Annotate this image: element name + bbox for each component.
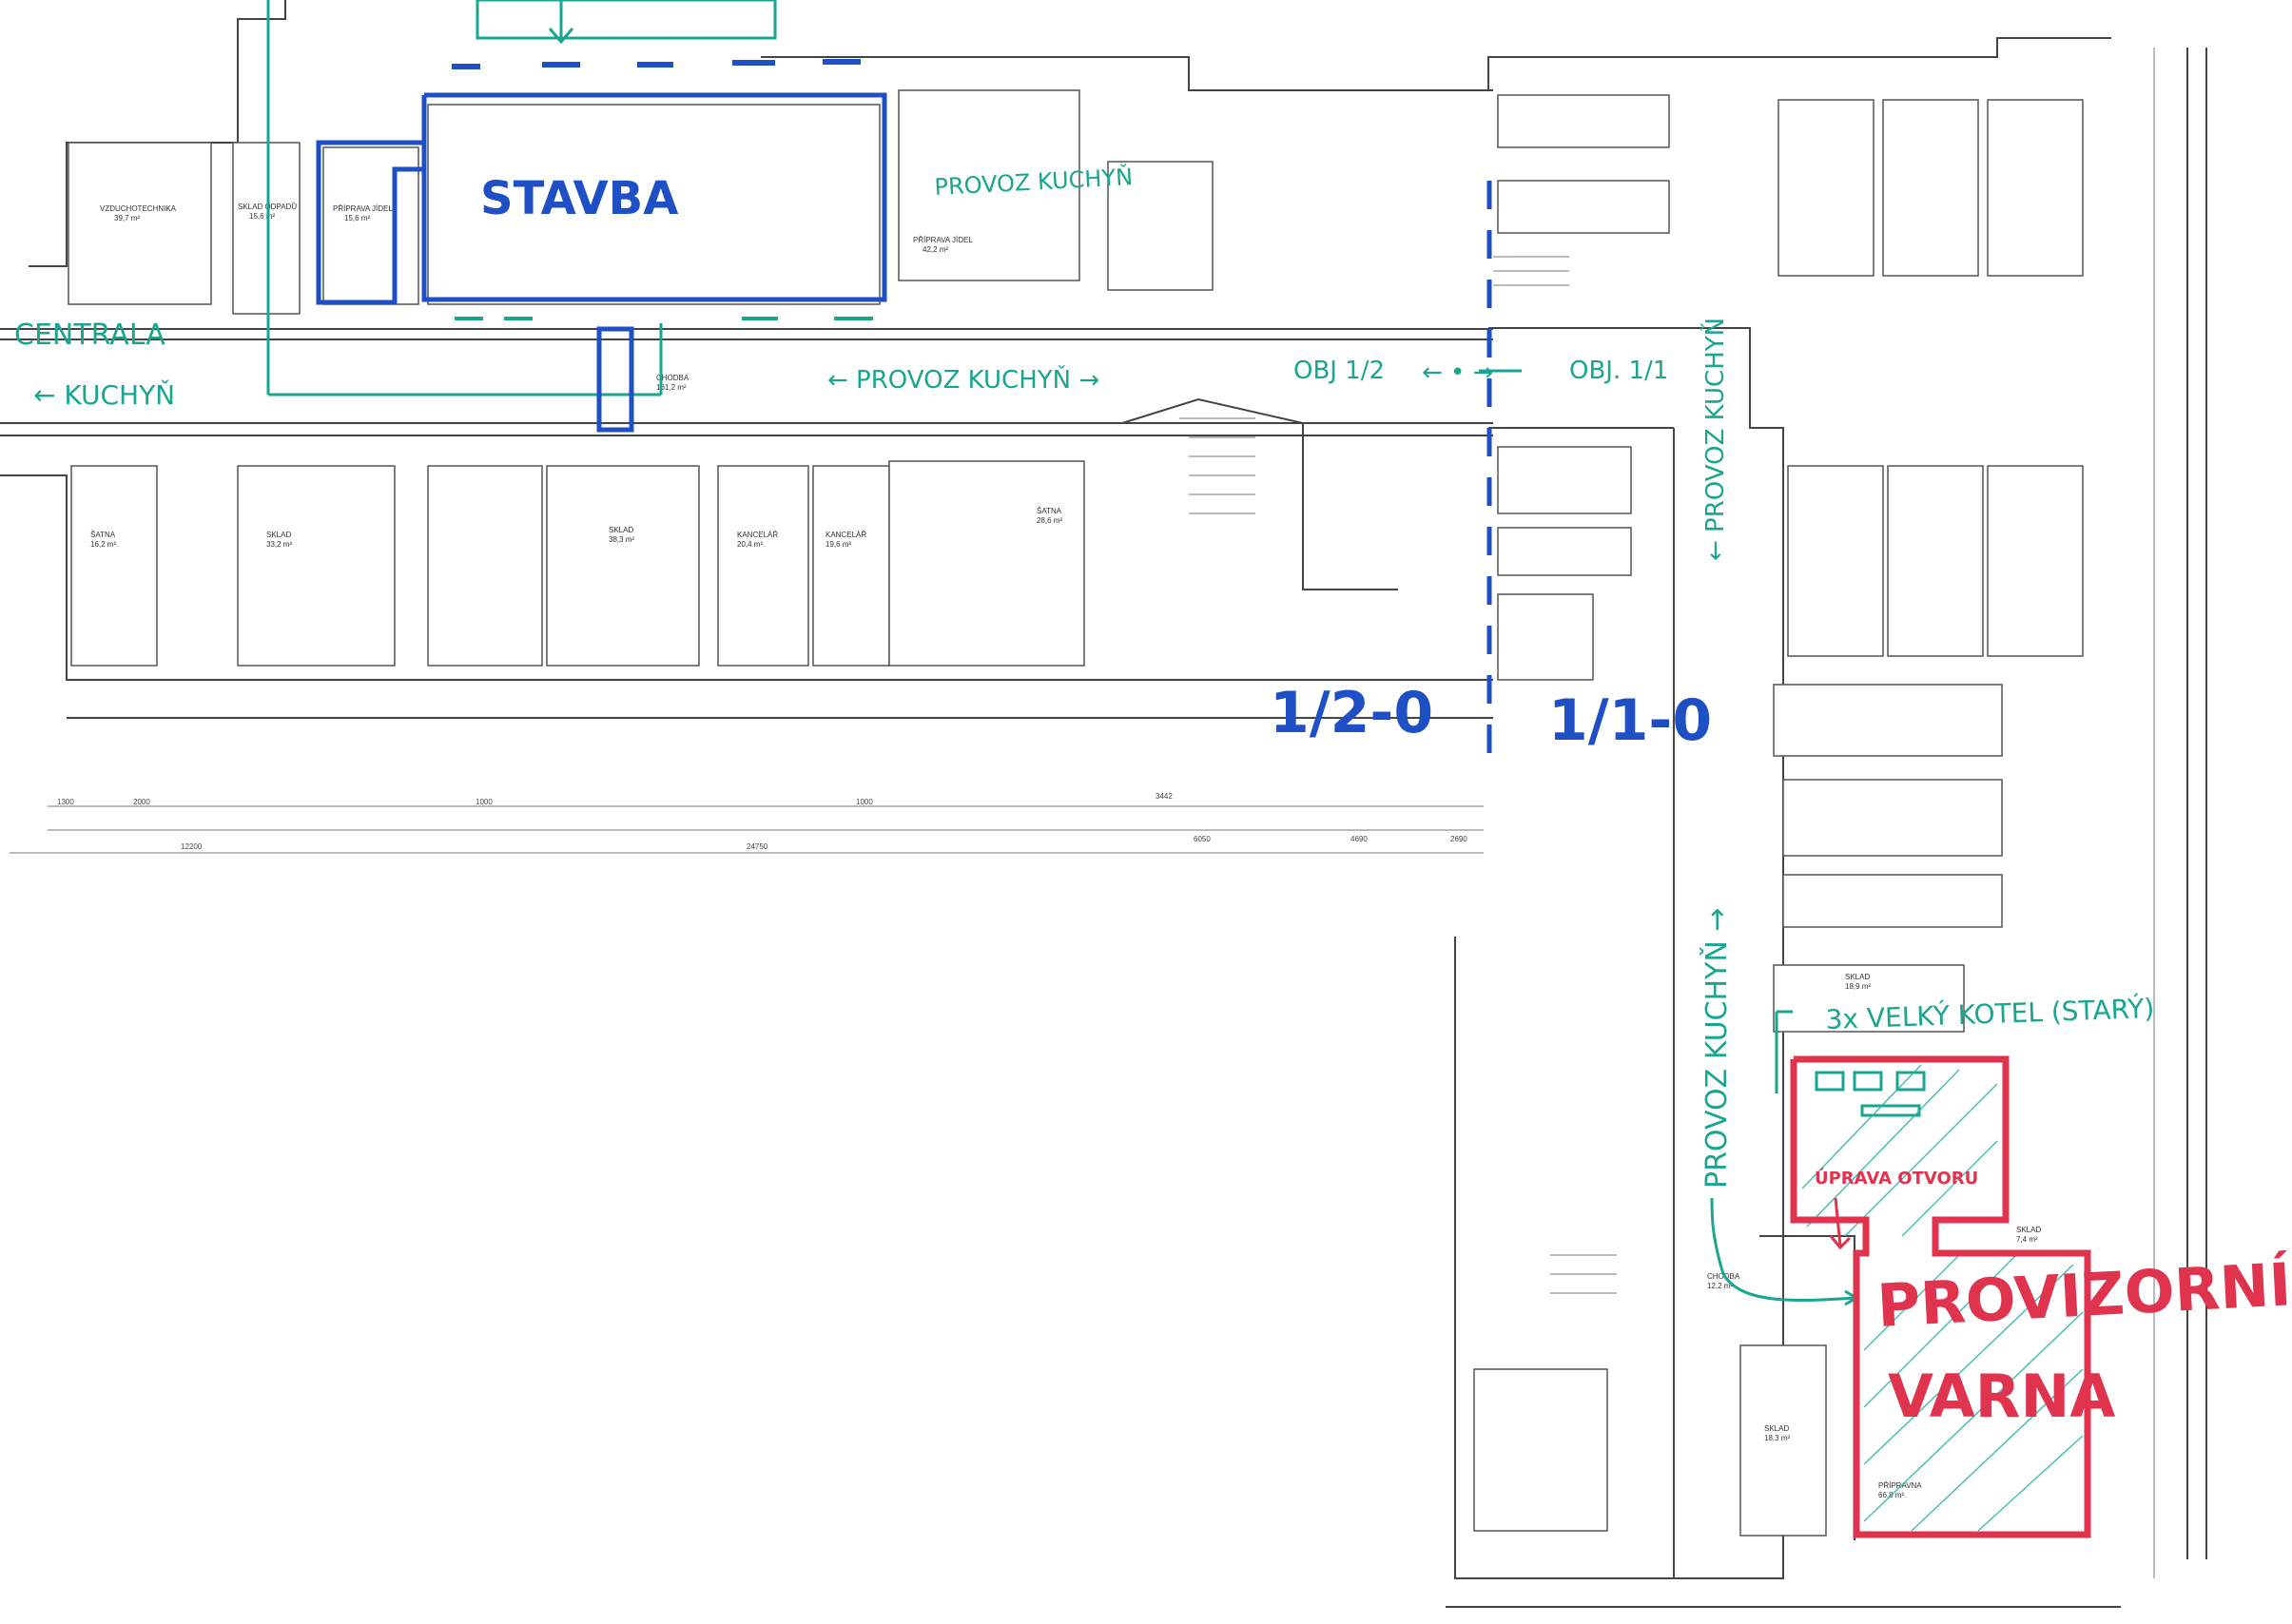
room-kancelar-1 xyxy=(717,465,809,667)
room-name: ŠATNA xyxy=(1037,507,1062,515)
room-sklad-43 xyxy=(1739,1344,1827,1537)
room-sklad-18 xyxy=(1773,964,1965,1033)
room-name: VZDUCHOTECHNIKA xyxy=(100,204,177,213)
room-sklad-odpadu xyxy=(232,142,301,315)
room-name: SKLAD xyxy=(609,526,633,534)
room-area: 38,3 m² xyxy=(609,535,634,544)
room-r8 xyxy=(1987,99,2084,277)
room-chodba-small xyxy=(427,465,543,667)
annotation-zone-half: 1/2-0 xyxy=(1270,680,1433,746)
room-area: 33,2 m² xyxy=(266,540,292,549)
room-stavba xyxy=(427,104,881,305)
room-r14 xyxy=(1782,874,2003,928)
dimension-label: 1000 xyxy=(476,798,493,806)
room-satna-2 xyxy=(888,460,1085,667)
room-r9 xyxy=(1787,465,1884,657)
room-r10 xyxy=(1887,465,1984,657)
annotation-obj-one: OBJ. 1/1 xyxy=(1569,357,1668,385)
dimension-lines: 1300 2000 1000 1000 3442 12200 24750 605… xyxy=(10,792,1484,854)
annotation-zone-one: 1/1-0 xyxy=(1548,687,1712,754)
room-r12 xyxy=(1773,684,2003,757)
annotation-varna: VARNA xyxy=(1888,1362,2115,1431)
hatching xyxy=(1801,1064,2084,1532)
annotation-provoz-kuchyn-vertical-lower: PROVOZ KUCHYŇ → xyxy=(1700,908,1734,1189)
room-r13 xyxy=(1782,779,2003,857)
room-name: KANCELÁŘ xyxy=(826,531,866,539)
room-area: 19,6 m² xyxy=(826,540,851,549)
annotation-provoz-kuchyn-vertical-upper: ← PROVOZ KUCHYŇ xyxy=(1700,318,1730,561)
room-vzduchotechnika xyxy=(68,142,212,305)
dimension-label: 2000 xyxy=(133,798,150,806)
room-r4 xyxy=(1497,527,1632,576)
teal-annotations xyxy=(266,0,1926,1306)
blue-annotations xyxy=(316,59,1492,761)
room-r5 xyxy=(1497,593,1594,681)
right-sheet-walls xyxy=(1446,37,2207,1608)
room-name: SKLAD xyxy=(266,531,291,539)
annotation-provoz-kuchyn-corridor: ← PROVOZ KUCHYŇ → xyxy=(827,364,1099,395)
room-area: 28,6 m² xyxy=(1037,516,1062,525)
left-sheet-walls xyxy=(0,0,1493,856)
room-name: KANCELÁŘ xyxy=(737,531,778,539)
room-kancelar-2 xyxy=(812,465,890,667)
room-area: 12,2 m² xyxy=(1707,1282,1733,1290)
room-sklad-2 xyxy=(237,465,396,667)
room-r7 xyxy=(1882,99,1979,277)
room-r6 xyxy=(1777,99,1874,277)
room-r3 xyxy=(1497,446,1632,514)
room-area: 20,4 m² xyxy=(737,540,763,549)
annotation-stavba: STAVBA xyxy=(480,172,678,225)
room-area: 7,4 m² xyxy=(2016,1235,2038,1244)
room-area: 39,7 m² xyxy=(114,214,140,222)
room-sklad-3 xyxy=(546,465,700,667)
room-sklad-small xyxy=(1107,161,1214,291)
annotation-provizorni: PROVIZORNÍ xyxy=(1875,1249,2292,1341)
dimension-total: 2690 xyxy=(1450,835,1467,843)
room-name: CHODBA xyxy=(656,374,690,382)
dimension-label: 1000 xyxy=(856,798,873,806)
room-r2 xyxy=(1497,180,1670,234)
dimension-label: 3442 xyxy=(1156,792,1173,801)
dimension-total: 4690 xyxy=(1350,835,1368,843)
annotation-obj-arrows: ← • → xyxy=(1422,358,1493,387)
annotation-uprava-otvoru: ÚPRAVA OTVORU xyxy=(1815,1168,1978,1189)
room-r11 xyxy=(1987,465,2084,657)
room-area: 42,2 m² xyxy=(923,245,948,254)
annotation-centrala: CENTRALA xyxy=(14,319,165,352)
room-priprava-jidel-1 xyxy=(322,146,419,305)
room-r1 xyxy=(1497,94,1670,148)
room-name: ŠATNA xyxy=(90,531,116,539)
dimension-total: 12200 xyxy=(181,842,203,851)
room-area: 15,6 m² xyxy=(344,214,370,222)
room-area: 15,6 m² xyxy=(249,212,275,221)
room-name: SKLAD xyxy=(2016,1226,2041,1234)
room-satna-45 xyxy=(1473,1368,1608,1532)
room-name: SKLAD xyxy=(1764,1424,1789,1433)
room-satna-1 xyxy=(70,465,158,667)
room-area: 18,3 m² xyxy=(1764,1434,1790,1442)
annotation-kuchyn-left: ← KUCHYŇ xyxy=(33,378,175,411)
annotation-obj-half: OBJ 1/2 xyxy=(1293,357,1385,385)
red-annotations xyxy=(1790,1055,2091,1538)
dimension-total: 24750 xyxy=(747,842,768,851)
dimension-label: 1300 xyxy=(57,798,74,806)
room-area: 18,9 m² xyxy=(1845,982,1871,991)
room-area: 161,2 m² xyxy=(656,383,687,392)
dimension-total: 6050 xyxy=(1194,835,1211,843)
room-area: 16,2 m² xyxy=(90,540,116,549)
room-name: PŘÍPRAVA JÍDEL xyxy=(333,204,393,213)
room-name: PŘÍPRAVA JÍDEL xyxy=(913,236,973,244)
room-name: SKLAD xyxy=(1845,973,1870,981)
room-priprava-jidel-2 xyxy=(898,89,1080,281)
